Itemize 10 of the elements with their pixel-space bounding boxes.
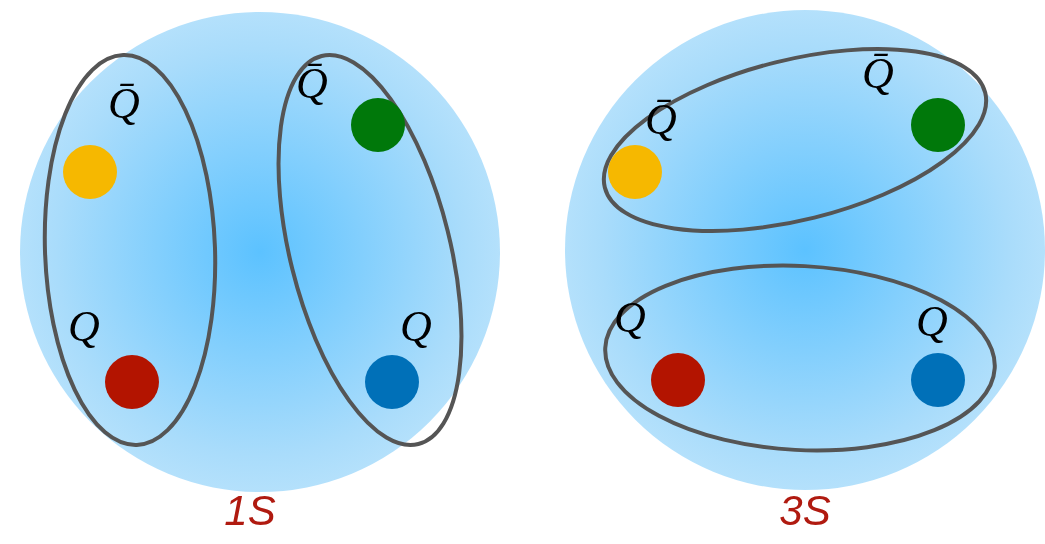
quark-label: Q̄: [645, 98, 677, 142]
quark-label: Q̄: [296, 62, 328, 106]
quark-label: Q: [68, 305, 100, 349]
state-caption: 1S: [223, 490, 277, 532]
quark-label: Q: [400, 305, 432, 349]
state-caption: 3S: [778, 490, 832, 532]
quark-label: Q: [614, 296, 646, 340]
quark-label: Q̄: [862, 52, 894, 96]
quark-label: Q: [916, 300, 948, 344]
quark-label: Q̄: [108, 82, 140, 126]
